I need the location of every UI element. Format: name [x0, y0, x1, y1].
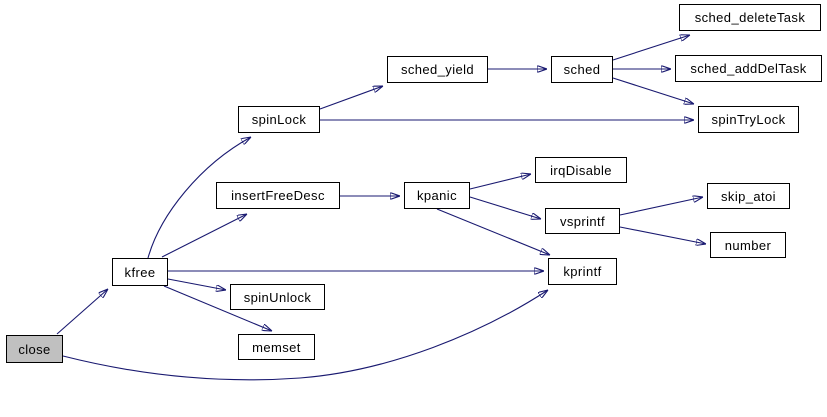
edge-kfree-spinUnlock [167, 278, 226, 290]
edge-kpanic-kprintf [436, 208, 550, 255]
edge-close-kfree [56, 289, 108, 335]
node-sched[interactable]: sched [551, 56, 613, 83]
node-close[interactable]: close [6, 335, 63, 363]
node-kprintf[interactable]: kprintf [548, 258, 617, 285]
edge-spinLock-sched_yield [319, 86, 383, 110]
node-memset[interactable]: memset [238, 334, 315, 360]
edge-kpanic-vsprintf [469, 196, 541, 219]
node-sched_yield[interactable]: sched_yield [387, 56, 488, 83]
node-sched_addDelTask[interactable]: sched_addDelTask [675, 55, 822, 82]
edge-kfree-insertFreeDesc [161, 214, 247, 258]
edge-vsprintf-skip_atoi [619, 197, 703, 216]
node-spinLock[interactable]: spinLock [238, 106, 320, 133]
edge-vsprintf-number [619, 226, 706, 244]
node-vsprintf[interactable]: vsprintf [545, 208, 620, 234]
node-insertFreeDesc[interactable]: insertFreeDesc [216, 182, 340, 209]
node-number[interactable]: number [710, 232, 786, 258]
node-spinTryLock[interactable]: spinTryLock [698, 106, 799, 133]
node-spinUnlock[interactable]: spinUnlock [230, 284, 325, 310]
node-skip_atoi[interactable]: skip_atoi [707, 183, 790, 209]
node-kfree[interactable]: kfree [112, 258, 168, 286]
edge-kpanic-irqDisable [469, 174, 531, 190]
node-kpanic[interactable]: kpanic [404, 182, 470, 209]
node-irqDisable[interactable]: irqDisable [535, 157, 627, 183]
node-sched_deleteTask[interactable]: sched_deleteTask [679, 4, 821, 31]
